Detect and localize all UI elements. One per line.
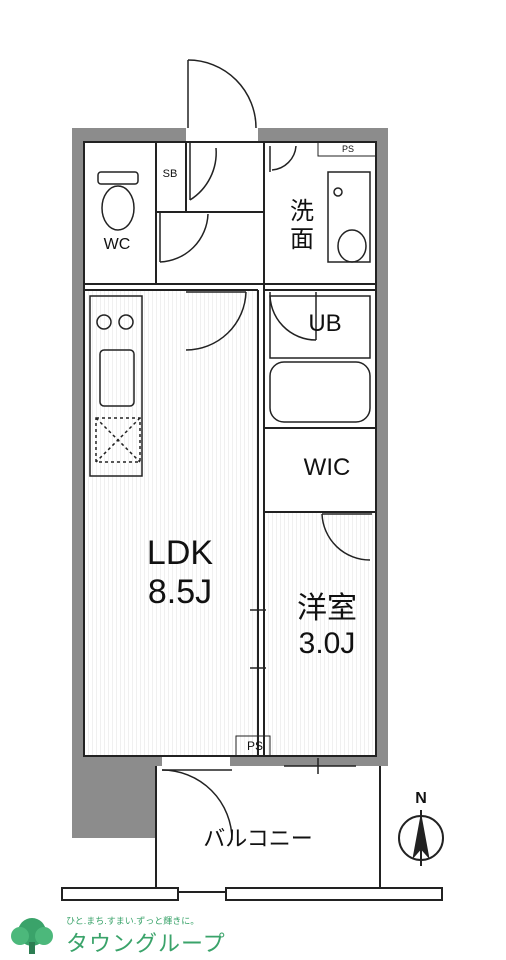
- room-label-ub: UB: [308, 310, 342, 337]
- room-label-sb: SB: [162, 168, 178, 180]
- room-label-bedroom: 洋室 3.0J: [297, 592, 357, 660]
- fridge-space: [95, 417, 141, 463]
- bathtub-icon: [269, 295, 371, 423]
- logo-tagline: ひと.まち.すまい.ずっと輝きに。: [66, 916, 200, 926]
- room-label-balcony: バルコニー: [203, 826, 313, 851]
- door-swings: [159, 59, 372, 841]
- ps-box-bottom: [235, 735, 271, 757]
- compass-icon: [398, 810, 444, 866]
- stove-burner-icon: [118, 314, 134, 330]
- room-label-wash: 洗 面: [290, 198, 314, 253]
- room-label-ps-bottom: PS: [246, 739, 263, 753]
- ldk-floor: [84, 290, 258, 756]
- sink-icon: [99, 349, 135, 407]
- bedroom-floor: [266, 512, 376, 756]
- tree-icon: [11, 918, 53, 954]
- room-label-ldk: LDK 8.5J: [146, 534, 214, 612]
- stove-burner-icon: [96, 314, 112, 330]
- balcony: [61, 766, 443, 901]
- toilet-icon: [97, 171, 139, 231]
- outer-walls: [72, 128, 388, 838]
- sliding-door-marks: [250, 609, 356, 774]
- compass-north-label: N: [415, 790, 427, 807]
- kitchen-counter: [89, 295, 143, 477]
- room-label-wic: WIC: [303, 454, 351, 481]
- interior-walls: [83, 141, 377, 757]
- washbasin-icon: [327, 171, 371, 263]
- company-logo: ひと.まち.すまい.ずっと輝きに。 タウングループ: [6, 914, 266, 958]
- ps-box-top: [317, 141, 377, 157]
- room-label-wc: WC: [103, 236, 131, 253]
- logo-name: タウングループ: [66, 931, 226, 956]
- room-label-ps-top: PS: [341, 144, 354, 154]
